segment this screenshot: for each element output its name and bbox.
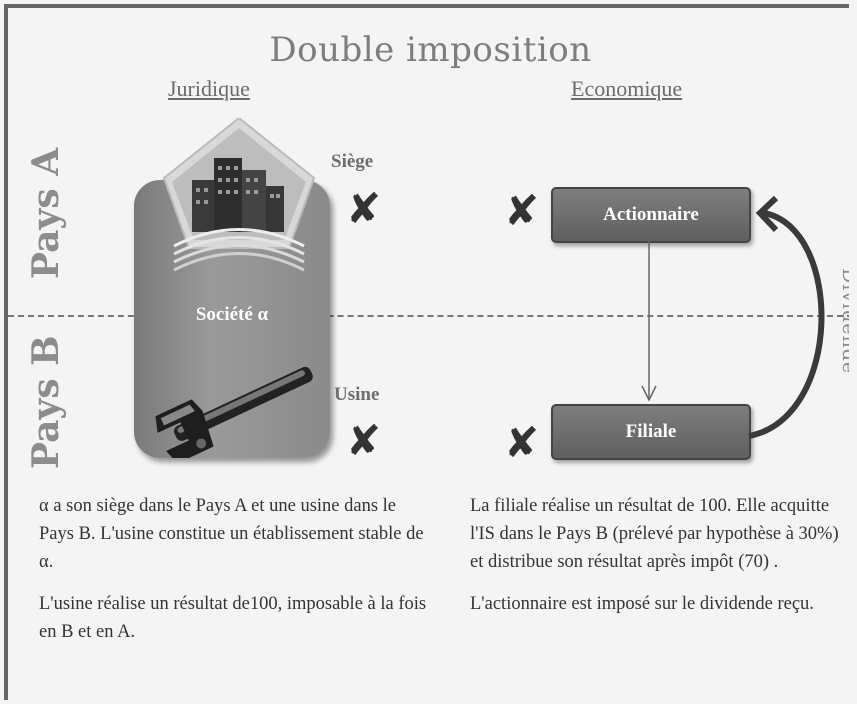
societe-label: Société α	[195, 304, 269, 325]
actionnaire-box: Actionnaire	[551, 187, 751, 243]
actionnaire-cross-icon: ✘	[504, 186, 540, 235]
usine-label: Usine	[334, 384, 380, 405]
diagram-title: Double imposition	[269, 30, 592, 70]
right-paragraph-1: La filiale réalise un résultat de 100. E…	[470, 496, 839, 572]
siege-label: Siège	[331, 151, 374, 172]
left-paragraph-1: α a son siège dans le Pays A et une usin…	[39, 496, 424, 572]
left-paragraph-2: L'usine réalise un résultat de100, impos…	[39, 594, 427, 642]
right-paragraph-2: L'actionnaire est imposé sur le dividend…	[470, 594, 814, 614]
country-divider	[8, 315, 849, 317]
heading-juridique: Juridique	[168, 76, 250, 101]
usine-cross-icon: ✘	[346, 416, 382, 465]
dividende-arc	[748, 210, 825, 439]
building-icon	[162, 118, 316, 272]
dividende-arrow-head	[755, 195, 779, 233]
arrows-layer	[641, 195, 825, 439]
left-explanation: α a son siège dans le Pays A et une usin…	[39, 492, 429, 660]
heading-economique: Economique	[571, 76, 683, 101]
filiale-cross-icon: ✘	[504, 418, 540, 467]
siege-cross-icon: ✘	[346, 184, 382, 233]
dividende-label: Dividende	[838, 268, 849, 375]
diagram-frame: Double imposition Juridique Economique P…	[4, 4, 849, 700]
right-explanation: La filiale réalise un résultat de 100. E…	[470, 492, 845, 632]
arrow-down-head	[641, 385, 657, 402]
filiale-box: Filiale	[551, 404, 751, 460]
wrench-icon	[155, 366, 313, 458]
